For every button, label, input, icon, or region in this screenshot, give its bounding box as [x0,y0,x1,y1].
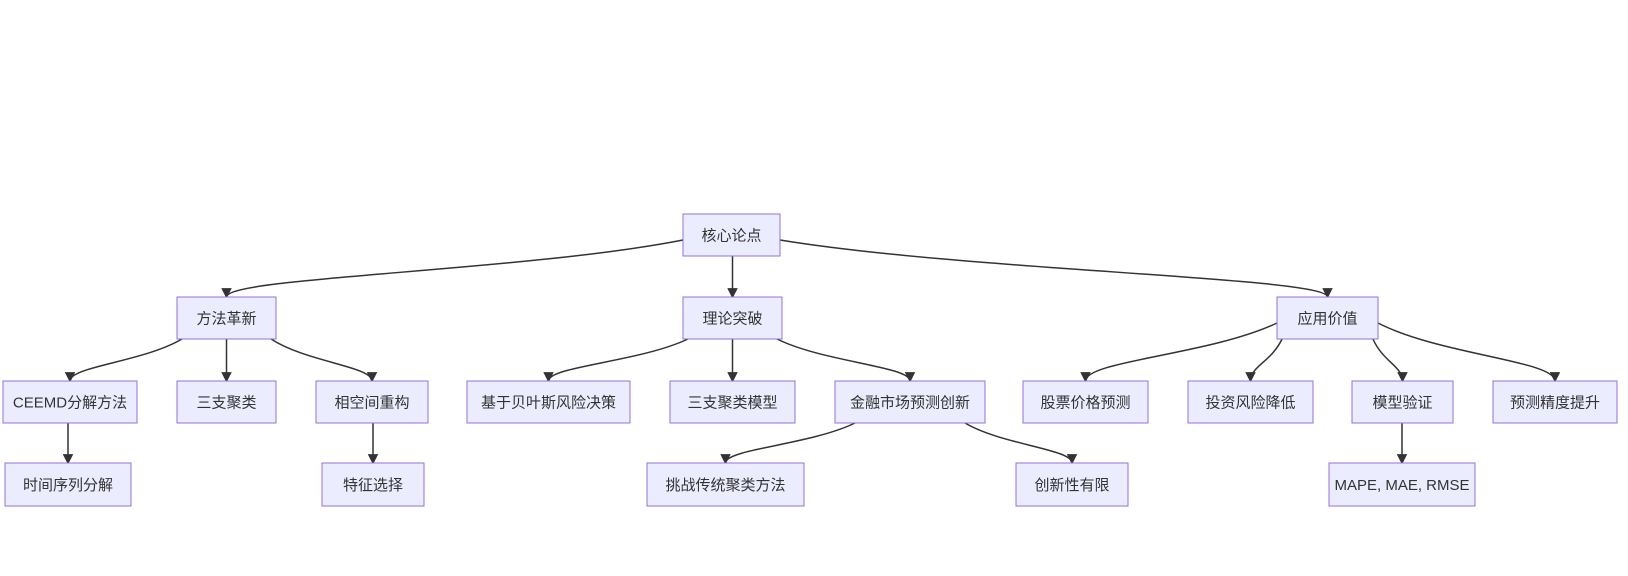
edge-theory-bayes [543,338,689,383]
node-theory: 理论突破 [682,296,783,340]
edge-value-stock [1080,322,1278,383]
node-box [1328,462,1476,507]
node-bayes: 基于贝叶斯风险决策 [466,380,631,424]
edge-fin-innov-limited [964,422,1078,465]
node-accuracy: 预测精度提升 [1492,380,1618,424]
edge-value-accuracy [1377,322,1561,383]
node-label: 核心论点 [701,228,761,245]
node-ts-decomp: 时间序列分解 [4,462,132,507]
node-three-cluster: 三支聚类 [176,380,277,424]
node-core: 核心论点 [682,213,781,257]
node-box [1492,380,1618,424]
node-label: 应用价值 [1297,310,1357,328]
node-box [834,380,986,424]
edge-method-ceemd [64,338,183,383]
node-challenge: 挑战传统聚类方法 [646,462,805,507]
node-risk: 投资风险降低 [1187,380,1314,424]
node-label: 金融市场预测创新 [850,395,970,412]
node-box [321,462,425,507]
node-label: 理论突破 [702,311,762,328]
node-label: 模型验证 [1372,395,1432,412]
node-label: 时间序列分解 [23,477,113,494]
edge-core-value [779,239,1333,299]
node-method: 方法革新 [176,296,277,340]
edge-value-risk [1245,338,1283,383]
node-label: 特征选择 [343,477,403,494]
node-box [315,380,429,424]
node-label: CEEMD分解方法 [13,395,127,412]
node-box [682,296,783,340]
node-stock: 股票价格预测 [1022,380,1149,424]
node-label: 股票价格预测 [1040,395,1130,412]
node-label: 三支聚类 [196,395,256,412]
edge-core-method [221,239,684,299]
edge-value-validation [1372,338,1408,383]
node-box [176,380,277,424]
node-label: 预测精度提升 [1510,395,1600,412]
edge-method-phase [270,338,378,383]
node-box [1351,380,1454,424]
node-box [4,462,132,507]
node-fin-innov: 金融市场预测创新 [834,380,986,424]
node-label: 挑战传统聚类方法 [665,477,785,494]
node-limited: 创新性有限 [1015,462,1129,507]
edges-layer [62,239,1561,465]
node-label: MAPE, MAE, RMSE [1334,477,1469,494]
node-label: 创新性有限 [1034,477,1109,494]
node-ceemd: CEEMD分解方法 [2,380,138,424]
node-value: 应用价值 [1276,296,1379,340]
node-metrics: MAPE, MAE, RMSE [1328,462,1476,507]
edge-theory-fin-innov [776,338,916,383]
node-box [466,380,631,424]
node-label: 投资风险降低 [1205,395,1295,412]
node-box [176,296,277,340]
node-validation: 模型验证 [1351,380,1454,424]
node-box [1276,296,1379,340]
node-label: 三支聚类模型 [687,395,777,412]
node-phase: 相空间重构 [315,380,429,424]
node-twc-model: 三支聚类模型 [669,380,796,424]
node-box [1022,380,1149,424]
node-label: 相空间重构 [334,395,409,412]
node-feature: 特征选择 [321,462,425,507]
node-box [646,462,805,507]
node-box [1187,380,1314,424]
node-label: 方法革新 [196,311,256,328]
node-box [2,380,138,424]
node-box [1015,462,1129,507]
node-box [669,380,796,424]
node-label: 基于贝叶斯风险决策 [481,395,616,412]
node-box [682,213,781,257]
edge-fin-innov-challenge [720,422,856,465]
